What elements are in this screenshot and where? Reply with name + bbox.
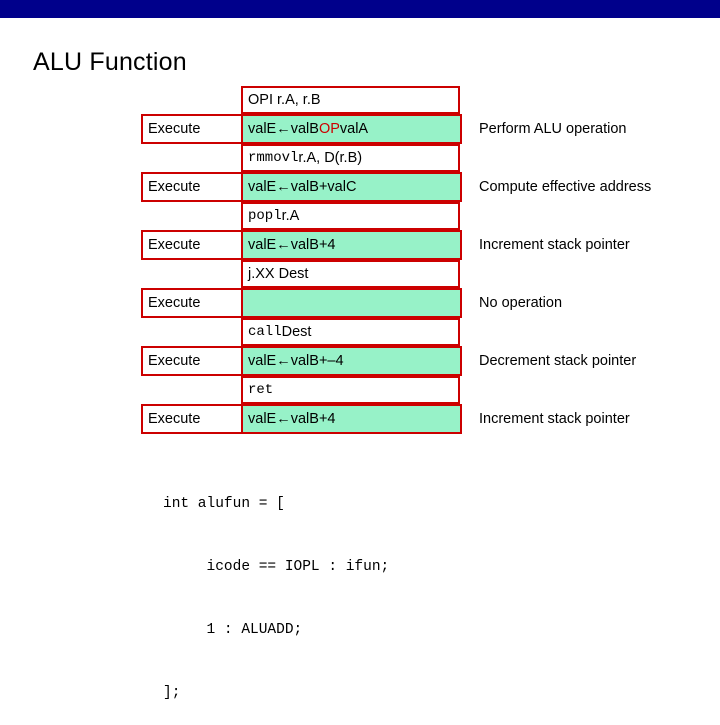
stage-cell: Execute [141, 172, 243, 202]
stage-row: Execute valE ← valB + 4 Increment stack … [141, 404, 701, 434]
action-operator: + [318, 237, 328, 253]
action-cell: valE ← valB + 4 [241, 404, 462, 434]
action-cell: valE ← valB + –4 [241, 346, 462, 376]
action-mid: valB [290, 237, 319, 253]
action-post: 4 [327, 237, 336, 253]
instruction-row: ret [141, 376, 701, 404]
stage-cell: Execute [141, 404, 243, 434]
instruction-cell: ret [241, 376, 460, 404]
instruction-mnemonic: popl [248, 208, 282, 224]
table-row: popl r.A Execute valE ← valB + 4 Increme… [141, 202, 701, 260]
instruction-cell: rmmovl r.A, D(r.B) [241, 144, 460, 172]
table-row: j.XX Dest Execute No operation [141, 260, 701, 318]
stage-cell: Execute [141, 346, 243, 376]
stage-row: Execute valE ← valB + 4 Increment stack … [141, 230, 701, 260]
instruction-operands: Dest [281, 324, 312, 340]
comment-text: No operation [479, 295, 563, 311]
page-title: ALU Function [33, 48, 187, 76]
instruction-text: OPI r.A, r.B [248, 92, 321, 108]
stage-label: Execute [148, 353, 201, 369]
action-mid: valB [290, 411, 319, 427]
action-mid: valB [290, 353, 319, 369]
instruction-mnemonic: ret [248, 382, 274, 398]
action-cell: valE ← valB + valC [241, 172, 462, 202]
action-pre: valE [248, 179, 277, 195]
action-mid: valB [290, 121, 319, 137]
stage-label: Execute [148, 295, 201, 311]
instruction-mnemonic: call [248, 324, 282, 340]
instruction-cell: call Dest [241, 318, 460, 346]
assign-arrow-icon: ← [276, 179, 291, 195]
action-post: valC [327, 179, 357, 195]
instruction-mnemonic: rmmovl [248, 150, 299, 166]
action-operator: + [318, 179, 328, 195]
action-pre: valE [248, 121, 277, 137]
action-operator: + [318, 353, 328, 369]
action-pre: valE [248, 237, 277, 253]
stage-row: Execute valE ← valB + –4 Decrement stack… [141, 346, 701, 376]
instruction-row: OPI r.A, r.B [141, 86, 701, 114]
stage-row: Execute valE ← valB OP valA Perform ALU … [141, 114, 701, 144]
comment-text: Increment stack pointer [479, 237, 630, 253]
assign-arrow-icon: ← [276, 121, 291, 137]
action-cell: valE ← valB OP valA [241, 114, 462, 144]
code-line-1: int alufun = [ [163, 496, 285, 512]
comment-text: Increment stack pointer [479, 411, 630, 427]
stage-cell: Execute [141, 230, 243, 260]
table-row: OPI r.A, r.B Execute valE ← valB OP valA… [141, 86, 701, 144]
code-line-4: ]; [163, 685, 181, 701]
stage-label: Execute [148, 411, 201, 427]
assign-arrow-icon: ← [276, 237, 291, 253]
stage-row: Execute valE ← valB + valC Compute effec… [141, 172, 701, 202]
assign-arrow-icon: ← [276, 411, 291, 427]
action-mid: valB [290, 179, 319, 195]
comment-text: Decrement stack pointer [479, 353, 637, 369]
table-row: call Dest Execute valE ← valB + –4 Decre… [141, 318, 701, 376]
instruction-row: rmmovl r.A, D(r.B) [141, 144, 701, 172]
action-cell: valE ← valB + 4 [241, 230, 462, 260]
stage-cell: Execute [141, 114, 243, 144]
action-pre: valE [248, 411, 277, 427]
action-post: valA [339, 121, 369, 137]
action-operator: + [318, 411, 328, 427]
alu-function-table: OPI r.A, r.B Execute valE ← valB OP valA… [141, 86, 701, 434]
stage-label: Execute [148, 237, 201, 253]
stage-row: Execute No operation [141, 288, 701, 318]
comment-text: Perform ALU operation [479, 121, 627, 137]
table-row: ret Execute valE ← valB + 4 Increment st… [141, 376, 701, 434]
comment-text: Compute effective address [479, 179, 652, 195]
instruction-row: call Dest [141, 318, 701, 346]
code-line-3: 1 : ALUADD; [163, 622, 303, 638]
action-cell [241, 288, 462, 318]
instruction-cell: OPI r.A, r.B [241, 86, 460, 114]
action-operator: OP [318, 121, 340, 137]
code-line-2: icode == IOPL : ifun; [163, 559, 390, 575]
instruction-operands: r.A [281, 208, 300, 224]
action-post: –4 [327, 353, 344, 369]
instruction-cell: popl r.A [241, 202, 460, 230]
instruction-row: j.XX Dest [141, 260, 701, 288]
stage-label: Execute [148, 179, 201, 195]
instruction-operands: r.A, D(r.B) [298, 150, 363, 166]
action-post: 4 [327, 411, 336, 427]
instruction-text: j.XX Dest [248, 266, 309, 282]
slide-top-bar [0, 0, 720, 18]
assign-arrow-icon: ← [276, 353, 291, 369]
table-row: rmmovl r.A, D(r.B) Execute valE ← valB +… [141, 144, 701, 202]
instruction-row: popl r.A [141, 202, 701, 230]
stage-label: Execute [148, 121, 201, 137]
action-pre: valE [248, 353, 277, 369]
stage-cell: Execute [141, 288, 243, 318]
instruction-cell: j.XX Dest [241, 260, 460, 288]
hcl-code-block: int alufun = [ icode == IOPL : ifun; 1 :… [163, 452, 389, 725]
